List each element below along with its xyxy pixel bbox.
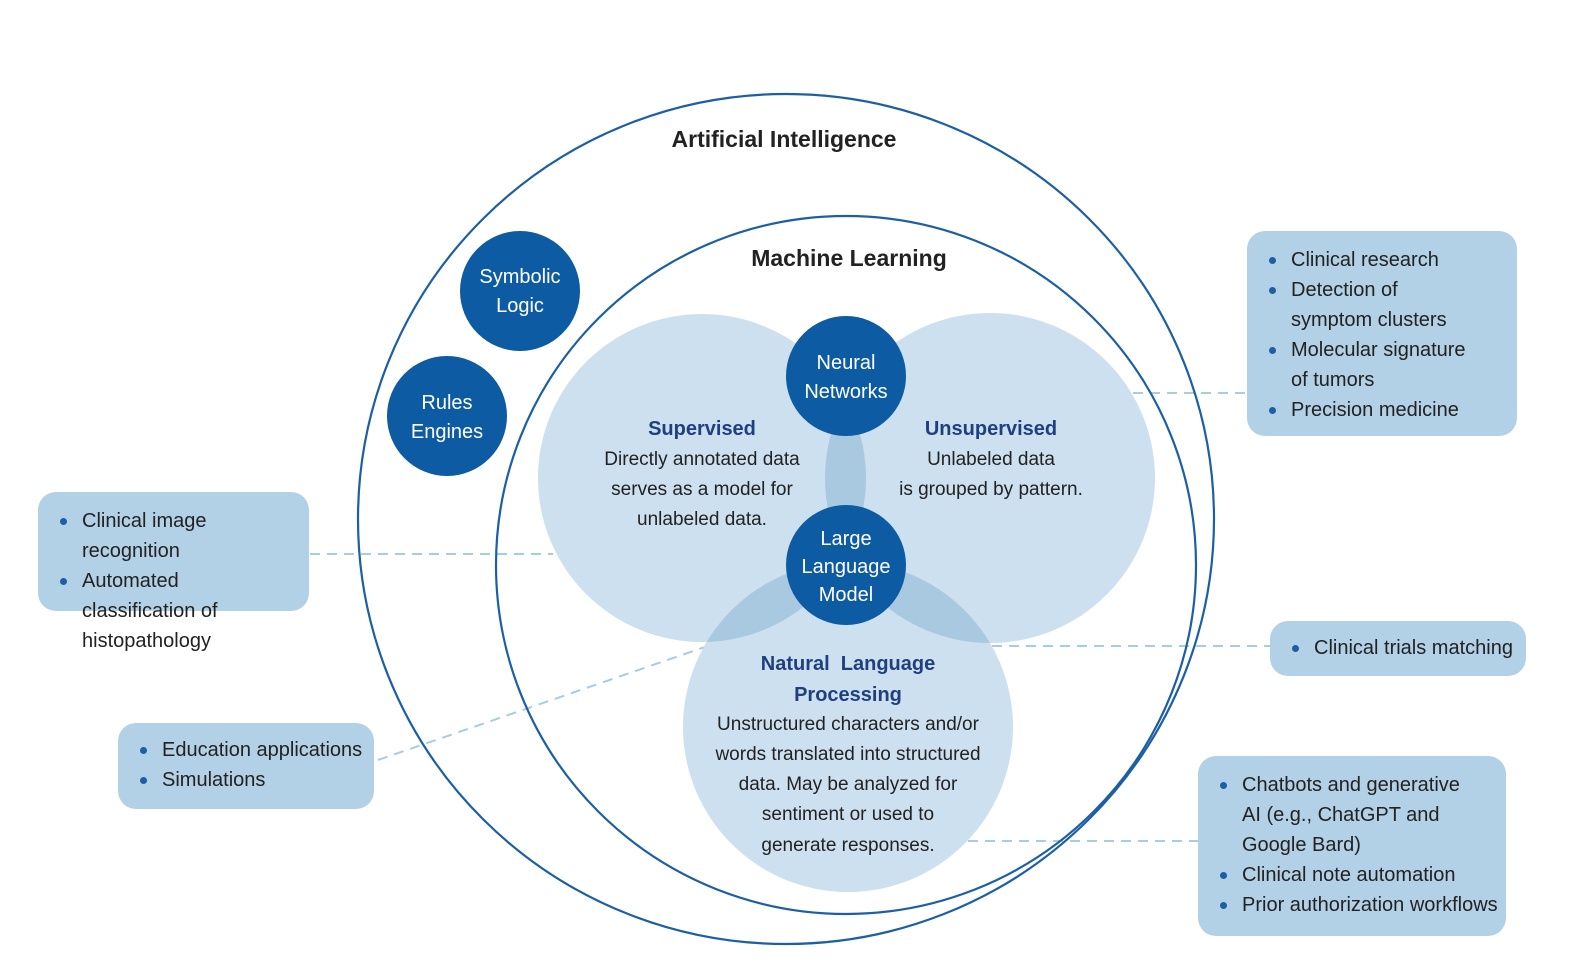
- list-item: Prior authorization workflows: [1198, 890, 1506, 920]
- unsupervised-title: Unsupervised: [925, 418, 1057, 440]
- list-item: Automated classification of histopatholo…: [38, 566, 309, 656]
- list-item: Clinical research: [1247, 245, 1517, 275]
- nlp-desc-3: data. May be analyzed for: [739, 774, 958, 795]
- supervised-desc-3: unlabeled data.: [637, 509, 767, 530]
- list-item: Molecular signature of tumors: [1247, 335, 1517, 395]
- supervised-examples-box: Clinical image recognition Automated cla…: [38, 492, 309, 652]
- machine-learning-circle: [494, 214, 1198, 916]
- nlp-desc-5: generate responses.: [761, 835, 934, 856]
- nlp-desc-1: Unstructured characters and/or: [717, 714, 980, 735]
- llm-examples-box: Clinical trials matching: [1270, 621, 1526, 676]
- large-language-model-node: [786, 505, 906, 625]
- list-item: Precision medicine: [1247, 395, 1517, 425]
- nlp-examples-box: Chatbots and generative AI (e.g., ChatGP…: [1198, 756, 1506, 936]
- connector-nlp-education: [377, 646, 706, 761]
- list-item: Education applications: [118, 735, 374, 765]
- artificial-intelligence-title: Artificial Intelligence: [672, 126, 897, 152]
- supervised-title: Supervised: [648, 418, 756, 440]
- neural-networks-node: [786, 316, 906, 436]
- llm-label-2: Language: [802, 556, 891, 578]
- nlp-region: [683, 562, 1013, 892]
- list-item: Clinical image recognition: [38, 506, 309, 566]
- nlp-desc-4: sentiment or used to: [762, 804, 934, 825]
- neural-networks-label-2: Networks: [804, 381, 887, 403]
- nlp-education-examples-box: Education applications Simulations: [118, 723, 374, 809]
- nlp-desc-2: words translated into structured: [714, 744, 980, 765]
- list-item: Clinical note automation: [1198, 860, 1506, 890]
- list-item: Detection of symptom clusters: [1247, 275, 1517, 335]
- list-item: Clinical trials matching: [1270, 633, 1526, 663]
- nlp-title-1: Natural Language: [761, 653, 935, 675]
- supervised-desc-1: Directly annotated data: [604, 449, 800, 470]
- list-item: Simulations: [118, 765, 374, 795]
- rules-engines-label-2: Engines: [411, 421, 483, 443]
- connector-lines: [310, 392, 1270, 842]
- nlp-title-2: Processing: [794, 684, 902, 706]
- symbolic-logic-node: [460, 231, 580, 351]
- ai-circle: [356, 92, 1216, 946]
- machine-learning-title: Machine Learning: [751, 245, 947, 271]
- list-item: Chatbots and generative AI (e.g., ChatGP…: [1198, 770, 1506, 860]
- llm-label-1: Large: [820, 528, 871, 550]
- neural-networks-label-1: Neural: [817, 352, 876, 374]
- symbolic-logic-label-1: Symbolic: [479, 266, 560, 288]
- rules-engines-label-1: Rules: [421, 392, 472, 414]
- supervised-region: [538, 314, 866, 642]
- llm-label-3: Model: [819, 584, 873, 606]
- symbolic-logic-label-2: Logic: [496, 295, 544, 317]
- rules-engines-node: [387, 356, 507, 476]
- unsupervised-examples-box: Clinical research Detection of symptom c…: [1247, 231, 1517, 436]
- unsupervised-region: [825, 313, 1155, 643]
- unsupervised-desc-2: is grouped by pattern.: [899, 479, 1083, 500]
- supervised-desc-2: serves as a model for: [611, 479, 793, 500]
- unsupervised-desc-1: Unlabeled data: [927, 449, 1055, 470]
